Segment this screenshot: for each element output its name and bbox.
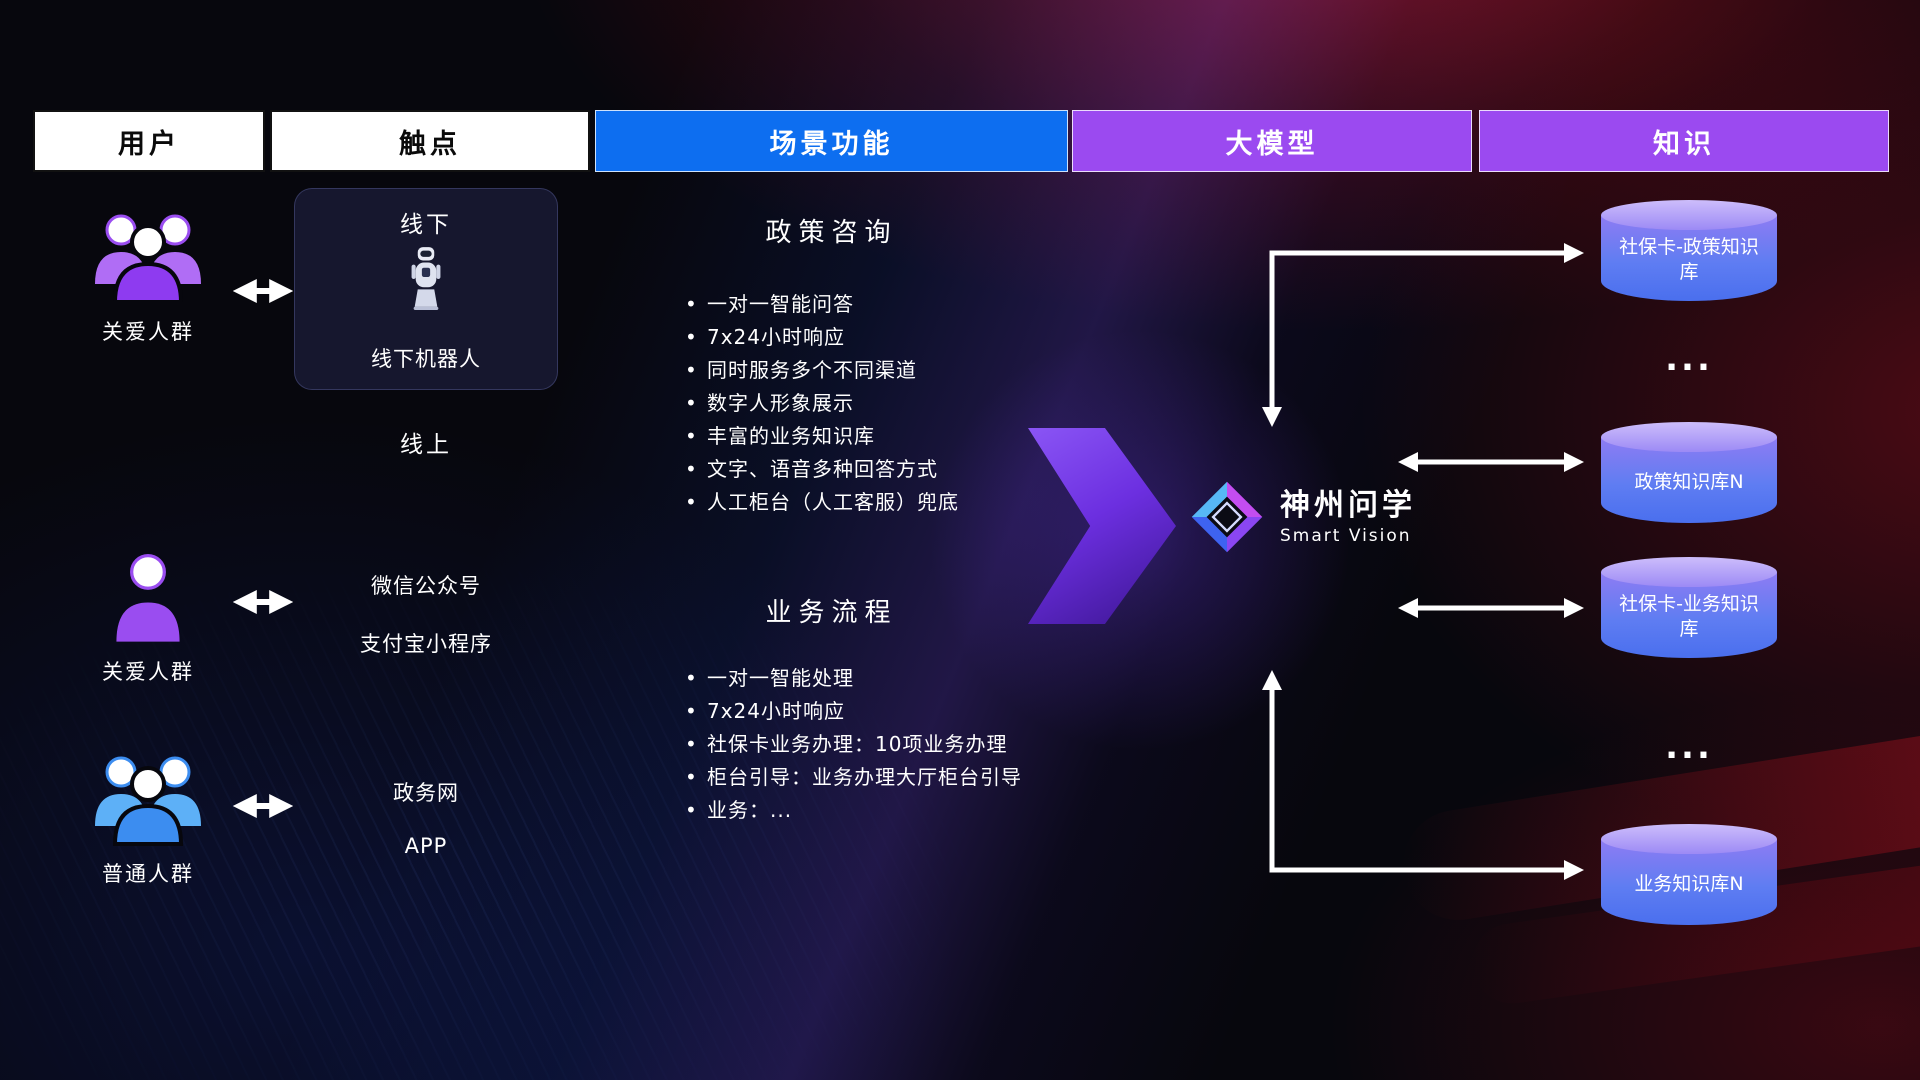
model-to-db4-elbow-arrow	[1262, 670, 1584, 880]
list-item: 社保卡业务办理：10项业务办理	[683, 728, 1022, 761]
model-to-db1-elbow-arrow	[1262, 243, 1584, 427]
background-streak-lines	[0, 280, 1280, 1080]
lane-header-label: 用户	[118, 128, 180, 160]
lane-header-label: 大模型	[1225, 128, 1319, 160]
model-brand-block: 神州问学 Smart Vision	[1188, 478, 1416, 556]
list-item: 7x24小时响应	[683, 321, 959, 354]
list-item-text: 柜台引导：业务办理大厅柜台引导	[707, 765, 1022, 789]
knowledge-db-policy-n: 政策知识库N	[1601, 422, 1777, 523]
brand-diamond-logo-icon	[1191, 481, 1263, 553]
list-item-text: 一对一智能问答	[707, 292, 854, 316]
lane-header-large-model: 大模型	[1072, 110, 1472, 172]
channel-alipay-miniprogram: 支付宝小程序	[360, 632, 492, 656]
list-item-text: 社保卡业务办理：10项业务办理	[707, 732, 1008, 756]
knowledge-db-social-business: 社保卡-业务知识库	[1601, 557, 1777, 658]
knowledge-db-business-n: 业务知识库N	[1601, 824, 1777, 925]
list-item: 丰富的业务知识库	[683, 420, 959, 453]
lane-header-knowledge: 知识	[1479, 110, 1889, 172]
list-item-text: 业务：...	[707, 798, 793, 822]
user-group-label: 关爱人群	[102, 660, 194, 684]
list-item: 一对一智能问答	[683, 288, 959, 321]
list-item: 数字人形象展示	[683, 387, 959, 420]
list-item-text: 数字人形象展示	[707, 391, 854, 415]
user-group-general: 普通人群	[58, 748, 238, 888]
list-item: 同时服务多个不同渠道	[683, 354, 959, 387]
database-cylinder-top	[1601, 422, 1777, 452]
online-title: 线上	[400, 432, 452, 458]
user-group-care-2: 关爱人群	[58, 548, 238, 686]
list-item-text: 丰富的业务知识库	[707, 424, 875, 448]
database-cylinder-top	[1601, 557, 1777, 587]
knowledge-db-social-policy: 社保卡-政策知识库	[1601, 200, 1777, 301]
list-item: 7x24小时响应	[683, 695, 1022, 728]
database-cylinder-top	[1601, 824, 1777, 854]
knowledge-ellipsis: ...	[1665, 339, 1713, 379]
channel-wechat-official: 微信公众号	[371, 574, 481, 598]
channel-gov-website: 政务网	[393, 781, 459, 805]
list-item: 人工柜台（人工客服）兜底	[683, 486, 959, 519]
section-title-policy-consult: 政策咨询	[765, 218, 898, 248]
business-process-feature-list: 一对一智能处理 7x24小时响应 社保卡业务办理：10项业务办理 柜台引导：业务…	[683, 662, 1022, 827]
section-title-business-process: 业务流程	[765, 598, 898, 628]
database-label: 社保卡-业务知识库	[1601, 572, 1777, 658]
lane-header-scene-functions: 场景功能	[595, 110, 1068, 172]
lane-header-label: 场景功能	[769, 128, 894, 160]
model-name: 神州问学	[1280, 487, 1416, 523]
list-item: 业务：...	[683, 794, 1022, 827]
list-item: 文字、语音多种回答方式	[683, 453, 959, 486]
list-item: 一对一智能处理	[683, 662, 1022, 695]
database-label: 社保卡-政策知识库	[1601, 215, 1777, 301]
list-item-text: 同时服务多个不同渠道	[707, 358, 917, 382]
list-item-text: 文字、语音多种回答方式	[707, 457, 938, 481]
list-item-text: 7x24小时响应	[707, 325, 846, 349]
user-group-label: 普通人群	[102, 862, 194, 886]
user-group-label: 关爱人群	[102, 320, 194, 344]
offline-touchpoint-card: 线下 线下机器人	[294, 188, 558, 390]
list-item-text: 人工柜台（人工客服）兜底	[707, 490, 959, 514]
database-cylinder-top	[1601, 200, 1777, 230]
person-icon	[116, 553, 180, 642]
lane-header-users: 用户	[33, 110, 265, 172]
list-item-text: 一对一智能处理	[707, 666, 854, 690]
people-group-icon	[95, 756, 201, 846]
offline-robot-label: 线下机器人	[371, 347, 481, 371]
list-item: 柜台引导：业务办理大厅柜台引导	[683, 761, 1022, 794]
policy-consult-feature-list: 一对一智能问答 7x24小时响应 同时服务多个不同渠道 数字人形象展示 丰富的业…	[683, 288, 959, 519]
offline-title: 线下	[400, 212, 452, 238]
knowledge-ellipsis: ...	[1665, 727, 1713, 767]
channel-app: APP	[404, 834, 448, 858]
lane-header-touchpoints: 触点	[270, 110, 590, 172]
user-group-care-1: 关爱人群	[58, 206, 238, 346]
people-group-icon	[95, 214, 201, 304]
model-brand-text: 神州问学 Smart Vision	[1280, 487, 1416, 546]
model-subtitle: Smart Vision	[1280, 525, 1412, 546]
list-item-text: 7x24小时响应	[707, 699, 846, 723]
lane-header-label: 知识	[1653, 128, 1715, 160]
lane-header-label: 触点	[399, 128, 461, 160]
robot-icon	[411, 247, 441, 310]
